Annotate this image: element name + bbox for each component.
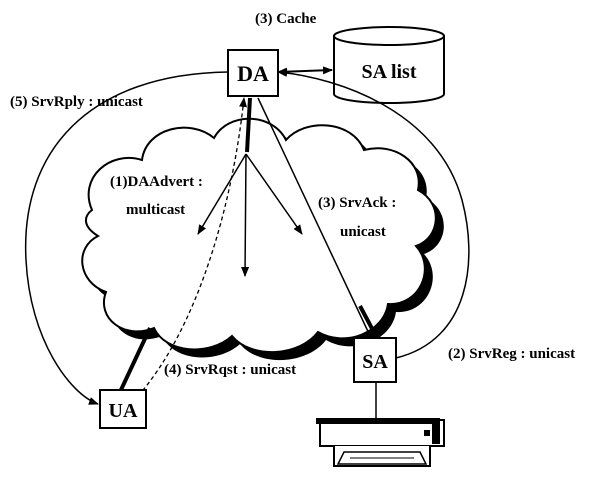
srvack-label-line2: unicast — [340, 224, 386, 240]
srvrply-arc — [24, 71, 229, 405]
srvreg-label: (2) SrvReg : unicast — [448, 346, 575, 362]
daadvert-label-line1: (1)DAAdvert : — [110, 174, 203, 190]
srvack-label-line1: (3) SrvAck : — [318, 195, 396, 211]
printer-icon — [316, 418, 445, 467]
da-node: DA — [227, 49, 279, 97]
sa-network-link — [358, 305, 378, 337]
ua-network-link — [118, 327, 152, 393]
da-label: DA — [237, 61, 269, 86]
srvreg-arc — [277, 68, 470, 359]
sa-node: SA — [353, 337, 397, 383]
srvack-arrow — [257, 97, 373, 341]
multicast-arrow-down — [241, 153, 250, 277]
multicast-arrow-left — [197, 153, 247, 235]
ua-label: UA — [109, 400, 138, 422]
sa-label: SA — [362, 351, 388, 373]
ua-node: UA — [99, 389, 147, 429]
cache-label: (3) Cache — [255, 11, 317, 27]
da-network-link — [245, 97, 252, 153]
cache-link-arrow — [277, 66, 333, 76]
sa-list-label: SA list — [361, 61, 416, 83]
srvrply-label: (5) SrvRply : unicast — [10, 94, 143, 110]
multicast-arrow-right — [245, 153, 303, 235]
network-cloud — [81, 117, 437, 354]
daadvert-label-line2: multicast — [126, 202, 185, 218]
sa-list-database — [333, 26, 445, 104]
srvrqst-dashed-arrow — [137, 97, 248, 397]
srvrqst-label: (4) SrvRqst : unicast — [164, 362, 296, 378]
